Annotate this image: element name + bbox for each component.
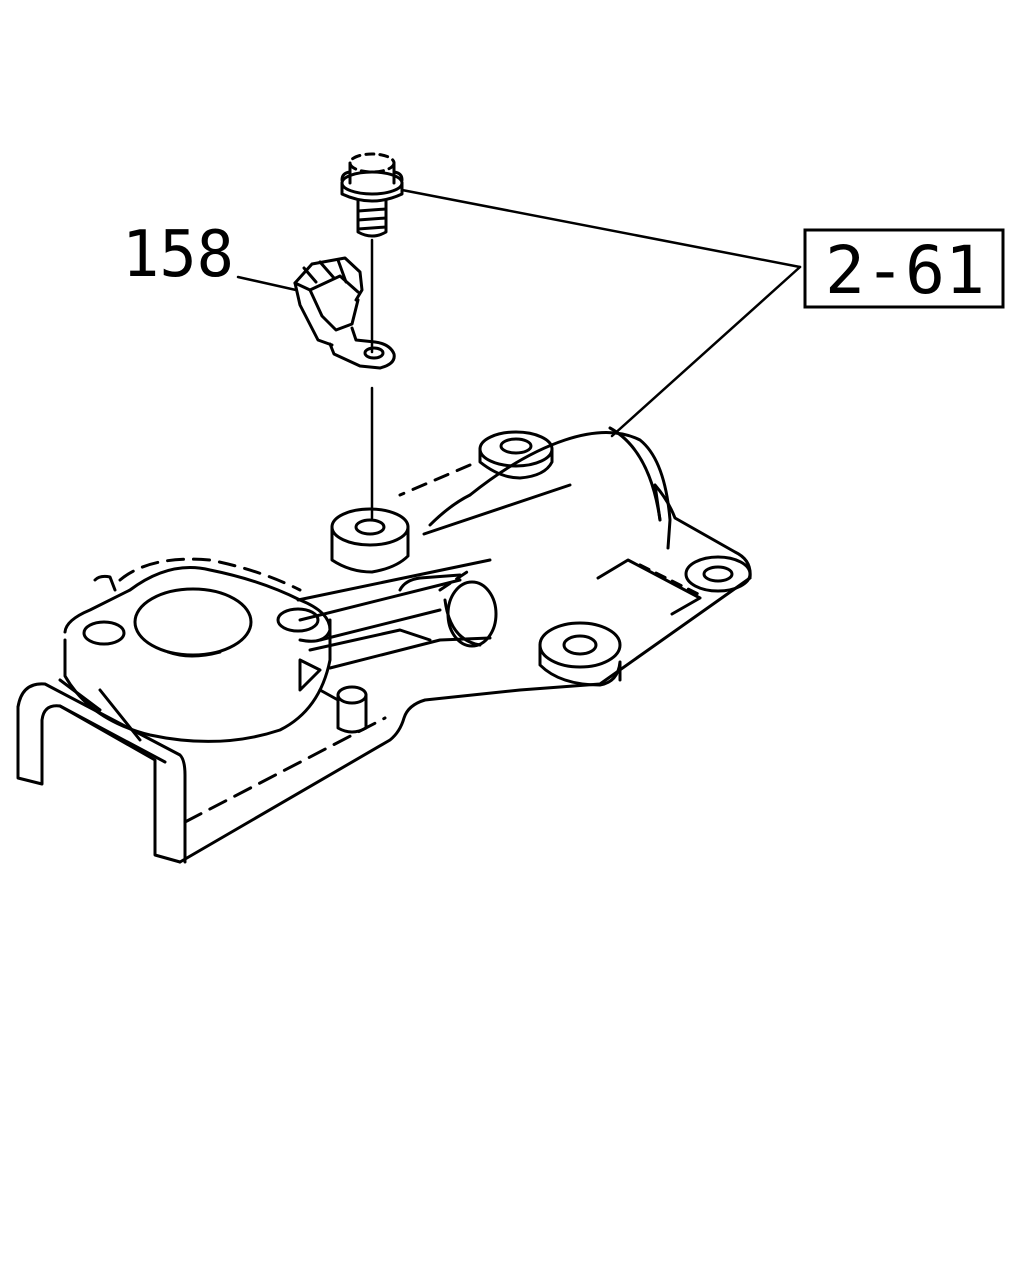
bolt-part[interactable]	[340, 152, 404, 354]
callout-158[interactable]: 158	[122, 218, 234, 292]
clip-part[interactable]	[293, 256, 396, 370]
callout-158-text: 158	[122, 218, 234, 292]
callout-2-61-box	[803, 228, 1005, 309]
callout-158-leader	[236, 275, 298, 292]
housing-part[interactable]	[16, 426, 752, 864]
callout-2-61-text: 2-61	[825, 232, 985, 309]
callout-2-61-leaders	[400, 188, 802, 438]
callout-2-61[interactable]: 2-61	[803, 228, 1005, 309]
